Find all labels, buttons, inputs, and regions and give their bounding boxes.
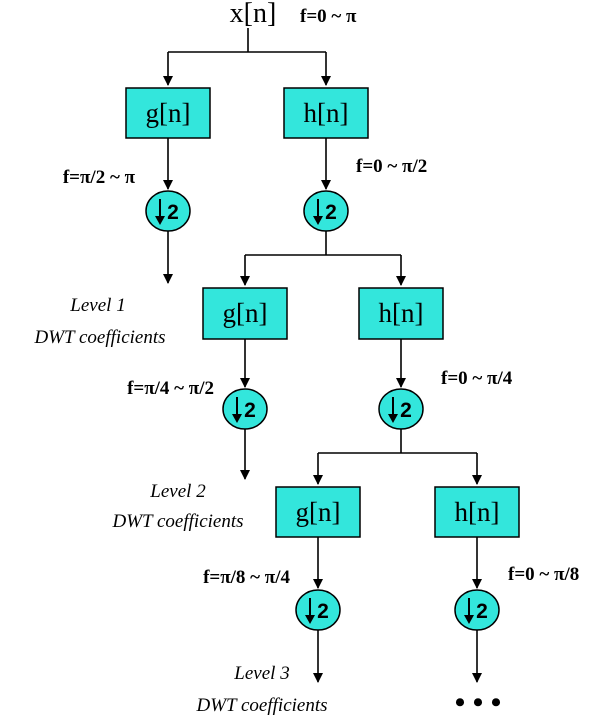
- g-band-label: f=π/8 ~ π/4: [203, 567, 290, 588]
- h-filter-box: [283, 87, 369, 139]
- level-1-caption: DWT coefficients: [33, 327, 165, 348]
- g-filter-label: g[n]: [146, 98, 191, 128]
- h-filter-label: h[n]: [379, 298, 424, 328]
- downsample-h-icon: 2: [454, 589, 500, 631]
- downsample-g-icon: 2: [145, 190, 191, 232]
- g-band-label: f=π/4 ~ π/2: [127, 378, 214, 399]
- g-filter-box: [202, 287, 288, 340]
- connector-lines: [163, 28, 482, 683]
- level-2-title: Level 2: [149, 481, 206, 502]
- level-3-caption: DWT coefficients: [195, 695, 327, 716]
- continuation-ellipsis: • • •: [455, 686, 502, 718]
- stage-3: g[n] h[n] f=π/8 ~ π/4 f=0 ~ π/8 2 2 Leve…: [195, 486, 579, 718]
- g-filter-label: g[n]: [296, 497, 341, 527]
- stage-2: g[n] h[n] f=π/4 ~ π/2 f=0 ~ π/4 2 2 Leve…: [111, 287, 513, 532]
- downsample-h-icon: 2: [378, 388, 424, 430]
- g-filter-box: [125, 87, 211, 139]
- input-band-label: f=0 ~ π: [300, 6, 357, 27]
- h-filter-box: [434, 486, 520, 538]
- svg-text:2: 2: [167, 201, 179, 224]
- level-3-title: Level 3: [233, 663, 289, 684]
- svg-text:2: 2: [317, 600, 329, 623]
- downsample-g-icon: 2: [222, 388, 268, 430]
- downsample-g-icon: 2: [295, 589, 341, 631]
- input-signal-label: x[n]: [230, 0, 277, 29]
- h-band-label: f=0 ~ π/4: [441, 368, 513, 389]
- downsample-h-icon: 2: [303, 190, 349, 232]
- g-filter-label: g[n]: [223, 298, 268, 328]
- h-filter-box: [358, 287, 444, 340]
- svg-text:2: 2: [325, 201, 337, 224]
- h-band-label: f=0 ~ π/8: [508, 564, 579, 585]
- stage-1: g[n] h[n] f=π/2 ~ π f=0 ~ π/2 2 2 Level …: [33, 87, 427, 348]
- g-band-label: f=π/2 ~ π: [63, 167, 136, 188]
- level-2-caption: DWT coefficients: [111, 511, 243, 532]
- g-filter-box: [275, 486, 361, 538]
- level-1-title: Level 1: [69, 295, 125, 316]
- h-band-label: f=0 ~ π/2: [356, 156, 427, 177]
- h-filter-label: h[n]: [304, 98, 349, 128]
- svg-text:2: 2: [476, 600, 488, 623]
- svg-text:2: 2: [400, 399, 412, 422]
- svg-text:2: 2: [244, 399, 256, 422]
- h-filter-label: h[n]: [455, 497, 500, 527]
